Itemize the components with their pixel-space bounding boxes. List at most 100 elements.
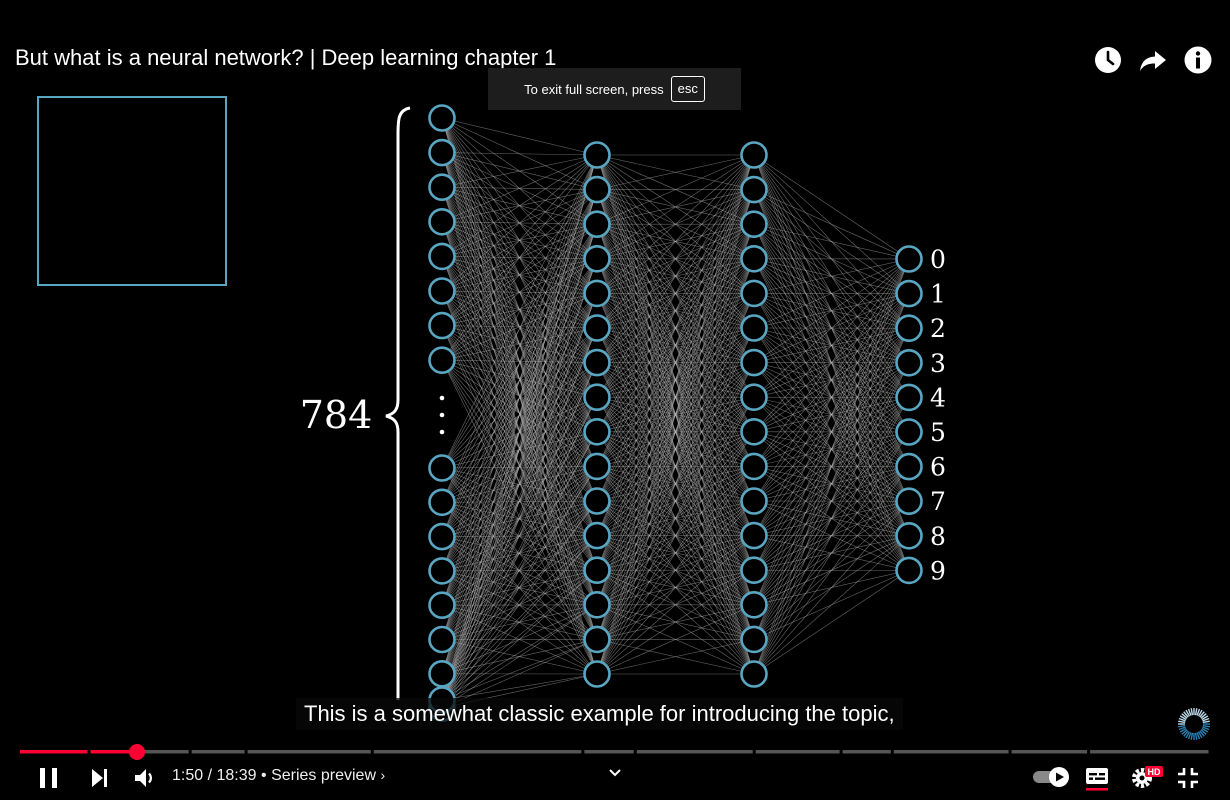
exit-fullscreen-button[interactable] bbox=[1176, 766, 1200, 790]
time-separator: / bbox=[207, 767, 213, 784]
input-ellipsis bbox=[439, 395, 445, 435]
network-edge bbox=[441, 604, 598, 709]
network-edge bbox=[596, 154, 755, 502]
network-edge bbox=[753, 570, 910, 675]
network-edge bbox=[753, 362, 910, 675]
network-edge bbox=[596, 154, 755, 260]
input-brace bbox=[385, 106, 411, 700]
network-edge bbox=[441, 293, 598, 701]
chapter-segment[interactable] bbox=[893, 750, 1009, 754]
next-video-button[interactable] bbox=[88, 766, 112, 790]
chapter-segment[interactable] bbox=[755, 750, 840, 754]
chapter-segment[interactable] bbox=[636, 750, 753, 754]
time-display: 1:50 / 18:39 • Series preview › bbox=[172, 767, 385, 785]
network-edge bbox=[441, 431, 598, 709]
current-time: 1:50 bbox=[172, 767, 204, 784]
network-edge bbox=[596, 224, 755, 675]
spinner-ray bbox=[1185, 731, 1191, 739]
network-edge bbox=[441, 154, 598, 469]
network-edge bbox=[441, 154, 598, 361]
hidden2-neuron bbox=[740, 487, 768, 515]
network-edge bbox=[441, 500, 598, 709]
network-edge bbox=[753, 258, 910, 294]
hidden2-neuron bbox=[740, 383, 768, 412]
spinner-ray bbox=[1200, 729, 1207, 735]
input-image-box bbox=[37, 96, 227, 286]
progress-played bbox=[90, 750, 137, 754]
chapter-segment[interactable] bbox=[1011, 750, 1088, 754]
chapter-segment[interactable] bbox=[191, 750, 245, 754]
input-neuron bbox=[428, 625, 456, 654]
network-edge bbox=[441, 397, 598, 701]
spinner-ray bbox=[1183, 730, 1189, 737]
output-digit-label: 0 bbox=[930, 245, 946, 274]
network-edge bbox=[596, 500, 755, 675]
network-edge bbox=[596, 397, 755, 675]
video-caption: This is a somewhat classic example for i… bbox=[296, 698, 903, 730]
network-edge bbox=[441, 154, 598, 606]
input-neuron bbox=[428, 311, 456, 340]
spinner-ray bbox=[1197, 731, 1203, 739]
chapter-segment[interactable] bbox=[842, 750, 891, 754]
output-neuron bbox=[895, 245, 923, 273]
network-edge bbox=[596, 154, 755, 294]
pause-button[interactable] bbox=[36, 766, 62, 790]
subtitles-button[interactable] bbox=[1084, 764, 1110, 792]
network-edge bbox=[753, 258, 910, 675]
spinner-ray bbox=[1190, 732, 1194, 740]
chapter-segment[interactable] bbox=[247, 750, 371, 754]
hidden2-neuron bbox=[740, 417, 768, 446]
network-edge bbox=[441, 569, 598, 709]
spinner-ray bbox=[1201, 715, 1209, 721]
series-preview-link[interactable]: • Series preview › bbox=[261, 767, 385, 784]
output-digit-label: 4 bbox=[930, 383, 946, 412]
hidden2-neuron bbox=[740, 556, 768, 585]
spinner-ray bbox=[1190, 708, 1194, 716]
progress-scrubber-handle[interactable] bbox=[128, 744, 145, 760]
input-neuron bbox=[428, 557, 456, 585]
hidden1-neuron bbox=[583, 141, 611, 169]
chevron-down-icon[interactable] bbox=[607, 766, 623, 780]
network-edge bbox=[596, 154, 755, 675]
network-edge bbox=[596, 466, 755, 675]
network-edge bbox=[441, 189, 598, 709]
network-edge bbox=[753, 293, 910, 675]
settings-button[interactable]: HD bbox=[1130, 764, 1164, 790]
input-neuron bbox=[428, 277, 456, 305]
network-edge bbox=[596, 154, 755, 571]
share-icon[interactable] bbox=[1137, 44, 1169, 76]
network-edge bbox=[753, 189, 910, 260]
network-edge bbox=[753, 258, 910, 502]
output-digit-label: 8 bbox=[930, 522, 946, 551]
output-digit-label: 9 bbox=[930, 556, 946, 585]
spinner-ray bbox=[1202, 724, 1210, 728]
network-edge bbox=[596, 258, 755, 675]
spinner-ray bbox=[1202, 726, 1210, 731]
volume-button[interactable] bbox=[133, 766, 159, 790]
input-neuron bbox=[428, 208, 456, 236]
network-edge bbox=[441, 117, 598, 156]
spinner-ray bbox=[1179, 715, 1187, 721]
input-count-label: 784 bbox=[300, 393, 373, 437]
input-neuron bbox=[428, 138, 456, 167]
input-neuron bbox=[428, 242, 456, 271]
hidden1-neuron bbox=[583, 556, 611, 585]
chapter-segment[interactable] bbox=[584, 750, 634, 754]
hidden1-neuron bbox=[583, 348, 611, 377]
progress-bar[interactable] bbox=[0, 742, 1230, 762]
spinner-ray bbox=[1197, 709, 1203, 717]
hidden1-neuron bbox=[583, 244, 611, 273]
network-edge bbox=[596, 154, 755, 225]
info-icon[interactable] bbox=[1182, 44, 1214, 76]
network-edge bbox=[441, 258, 598, 701]
spinner-ray bbox=[1181, 713, 1188, 719]
autoplay-toggle[interactable] bbox=[1032, 766, 1072, 788]
output-neuron bbox=[895, 556, 923, 585]
chapter-segment[interactable] bbox=[373, 750, 582, 754]
output-neuron bbox=[895, 383, 923, 412]
watch-later-icon[interactable] bbox=[1092, 44, 1124, 76]
network-edge bbox=[441, 258, 598, 709]
esc-key-badge: esc bbox=[670, 76, 705, 102]
input-neuron bbox=[428, 173, 456, 201]
chapter-segment[interactable] bbox=[1090, 750, 1209, 754]
